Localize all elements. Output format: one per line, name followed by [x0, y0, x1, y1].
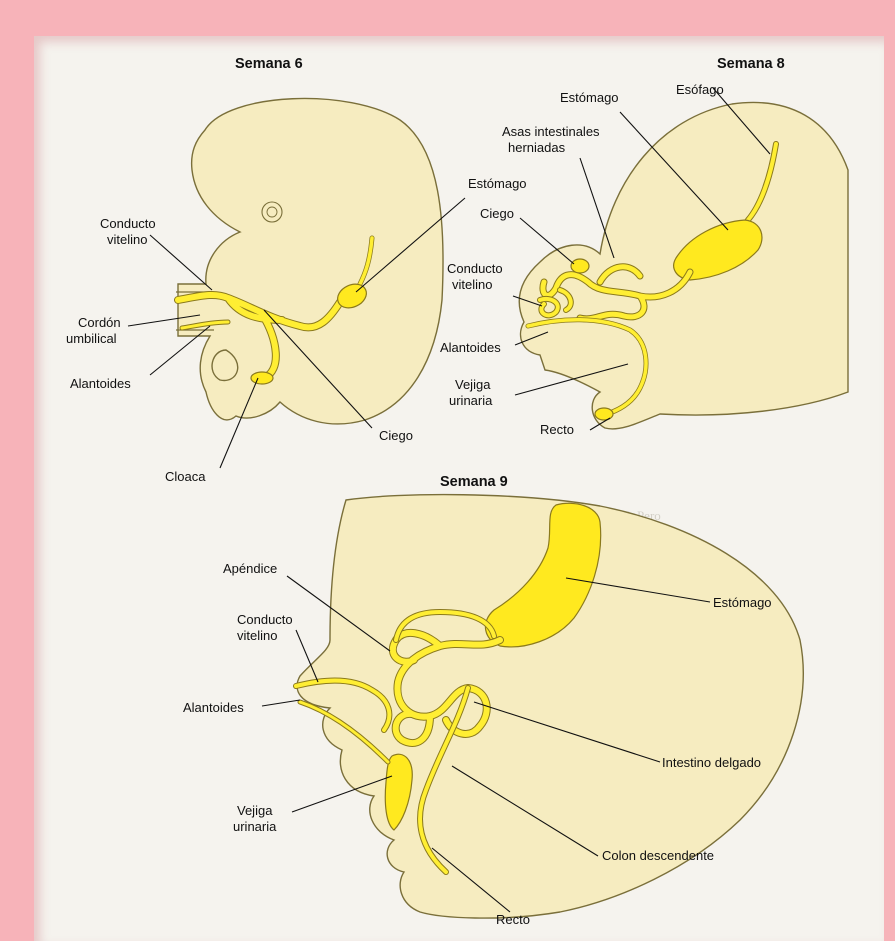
week6-label-estomago: Estómago: [468, 176, 527, 191]
week9-label-recto: Recto: [496, 912, 530, 927]
week9-label-vejiga: Vejiga urinaria: [233, 803, 277, 834]
week8-label-esofago: Esófago: [676, 82, 724, 97]
week9-label-conducto: Conducto vitelino: [237, 612, 296, 643]
week8-label-ciego: Ciego: [480, 206, 514, 221]
week8-label-alantoides: Alantoides: [440, 340, 501, 355]
week8-label-recto: Recto: [540, 422, 574, 437]
week6-leader-conducto: [150, 235, 212, 290]
week9-label-apendice: Apéndice: [223, 561, 277, 576]
week9-label-intestino: Intestino delgado: [662, 755, 761, 770]
week8-label-conducto: Conducto vitelino: [447, 261, 506, 292]
week8-cecum: [571, 259, 589, 273]
week9-label-estomago: Estómago: [713, 595, 772, 610]
week6-label-conducto: Conducto vitelino: [100, 216, 159, 247]
week8-label-asas: Asas intestinales herniadas: [502, 124, 603, 155]
week8-diagram: Semana 8 Estómago Esófago Asas intestina…: [440, 56, 848, 437]
week8-label-estomago: Estómago: [560, 90, 619, 105]
week6-label-cordon: Cordón umbilical: [66, 315, 124, 346]
week6-label-alantoides: Alantoides: [70, 376, 131, 391]
week8-title: Semana 8: [717, 56, 785, 72]
week6-label-ciego: Ciego: [379, 428, 413, 443]
week8-label-vejiga: Vejiga urinaria: [449, 377, 494, 408]
week9-title: Semana 9: [440, 474, 508, 490]
week6-title: Semana 6: [235, 56, 303, 72]
week9-label-alantoides: Alantoides: [183, 700, 244, 715]
week9-diagram: Semana 9 Apéndice Conducto vitelino: [183, 474, 803, 927]
week9-label-colon: Colon descendente: [602, 848, 714, 863]
week6-label-cloaca: Cloaca: [165, 469, 206, 484]
